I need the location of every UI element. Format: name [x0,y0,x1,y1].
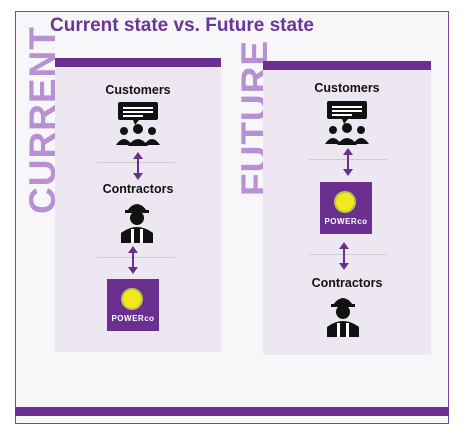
current-divider-1 [97,162,175,163]
powerco-logo: POWERco [107,279,159,331]
diagram-title: Current state vs. Future state [50,15,314,36]
powerco-logo: POWERco [320,182,372,234]
arrow-updown-icon [133,152,143,180]
arrow-updown-icon [339,242,349,270]
future-customers-label: Customers [314,81,380,95]
logo-sun-icon [334,191,356,213]
logo-text: POWERco [111,314,155,323]
bottom-bar [15,407,449,416]
current-divider-2 [97,257,175,258]
current-panel-top-bar [55,58,221,67]
arrow-updown-icon [343,148,353,176]
logo-sun-icon [121,288,143,310]
current-contractors-label: Contractors [102,182,174,196]
logo-text: POWERco [324,217,368,226]
contractor-worker-icon [121,204,153,243]
future-panel-top-bar [263,61,431,70]
current-customers-label: Customers [105,83,171,97]
current-panel: Customers Contractors POWERco [55,58,221,352]
contractor-worker-icon [327,298,359,337]
future-panel: Customers POWERco Contractors [263,61,431,355]
customers-chat-icon [116,102,160,146]
arrow-updown-icon [128,246,138,274]
customers-chat-icon [325,101,369,145]
future-divider-2 [309,254,387,255]
future-contractors-label: Contractors [311,276,383,290]
